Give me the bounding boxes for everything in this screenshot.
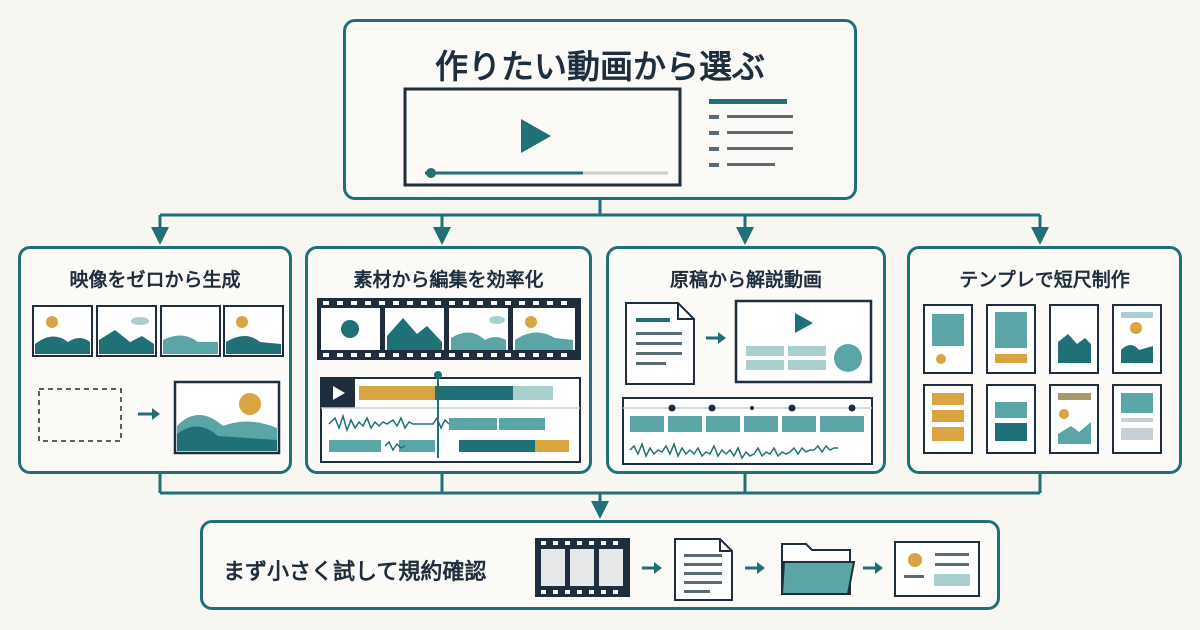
play-icon xyxy=(795,313,813,333)
film-strip-icon xyxy=(535,538,630,597)
explainer-video-frame xyxy=(734,299,873,384)
waveform-icon xyxy=(629,441,838,460)
text-lines-icon xyxy=(709,99,793,167)
timeline-icon xyxy=(622,397,873,465)
arrow-right-icon xyxy=(745,562,765,574)
timeline-icon xyxy=(320,371,581,463)
waveform-icon xyxy=(328,413,450,433)
document-icon xyxy=(625,302,695,385)
script-to-video-illustration xyxy=(622,299,873,465)
arrow-right-icon xyxy=(706,332,726,344)
generated-image-icon xyxy=(173,380,281,455)
empty-canvas xyxy=(38,388,122,442)
arrow-right-icon xyxy=(138,408,160,420)
card-template: テンプレで短尺制作 xyxy=(907,246,1182,474)
landscape-thumb-icon xyxy=(223,305,284,357)
template-grid-illustration xyxy=(923,304,1162,454)
bottom-title: まず小さく試して規約確認 xyxy=(223,560,487,585)
template-thumb-icon xyxy=(923,304,973,374)
editing-illustration xyxy=(317,298,581,463)
landscape-thumb-icon xyxy=(160,305,221,357)
card-generate: 映像をゼロから生成 xyxy=(18,246,292,474)
template-thumb-icon xyxy=(1112,384,1162,454)
card-title: 原稿から解説動画 xyxy=(669,269,822,291)
arrow-right-icon xyxy=(863,562,883,574)
card-edit: 素材から編集を効率化 xyxy=(305,246,592,474)
video-player-illustration xyxy=(403,87,793,187)
template-thumb-icon xyxy=(1112,304,1162,374)
arrow-right-icon xyxy=(642,562,662,574)
template-thumb-icon xyxy=(1049,384,1099,454)
progress-knob xyxy=(426,168,436,178)
document-icon xyxy=(674,538,733,601)
bottom-box: まず小さく試して規約確認 xyxy=(200,520,1000,610)
card-title: 素材から編集を効率化 xyxy=(353,269,544,291)
card-title: テンプレで短尺制作 xyxy=(959,269,1130,291)
template-thumb-icon xyxy=(1049,304,1099,374)
folder-icon xyxy=(780,543,856,595)
landscape-thumb-icon xyxy=(32,305,93,357)
workflow-illustration xyxy=(535,538,980,601)
card-title: 映像をゼロから生成 xyxy=(69,269,241,291)
template-thumb-icon xyxy=(923,384,973,454)
template-thumb-icon xyxy=(986,304,1036,374)
card-script: 原稿から解説動画 xyxy=(606,246,886,474)
top-title: 作りたい動画から選ぶ xyxy=(435,47,765,86)
template-thumb-icon xyxy=(986,384,1036,454)
film-strip-icon xyxy=(317,298,581,360)
top-box: 作りたい動画から選ぶ xyxy=(343,19,857,200)
play-icon xyxy=(333,386,345,400)
play-icon xyxy=(521,119,551,153)
landscape-thumb-icon xyxy=(96,305,157,357)
profile-card-icon xyxy=(894,541,980,597)
image-generation-illustration xyxy=(32,305,284,455)
